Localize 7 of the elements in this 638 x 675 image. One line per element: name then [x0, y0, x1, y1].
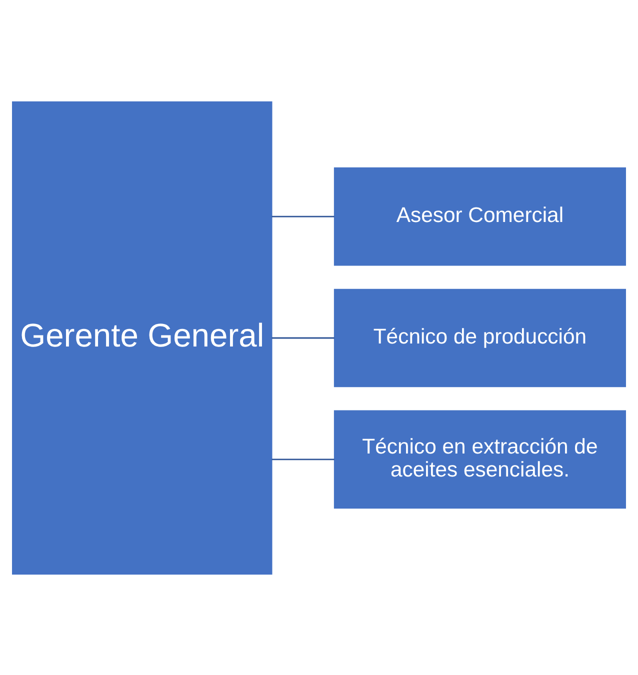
node-box: Gerente General [12, 100, 272, 574]
node-box: Técnico de producción [334, 288, 626, 387]
node-box: Asesor Comercial [334, 166, 626, 266]
connector [272, 458, 334, 460]
connector [272, 215, 334, 217]
connector [272, 336, 334, 338]
node-box: Técnico en extracción de aceites esenciales. [334, 410, 626, 508]
